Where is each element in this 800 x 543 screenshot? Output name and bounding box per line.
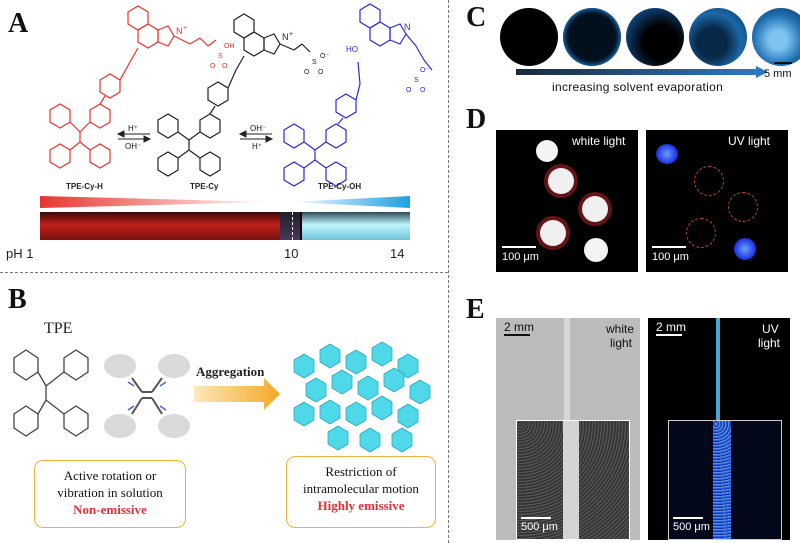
svg-text:+: +: [183, 25, 187, 32]
e-right-label-2: light: [758, 336, 781, 350]
ph-label-end: 14: [390, 246, 405, 261]
e-right-scale: 2 mm: [656, 320, 686, 334]
tpe-cy-structure: [157, 13, 311, 177]
d-left-scale-bar: [502, 246, 536, 248]
svg-text:O: O: [222, 63, 228, 70]
right-box-emphasis: Highly emissive: [317, 498, 405, 513]
aggregation-arrow: [194, 378, 280, 410]
panel-label-e: E: [466, 294, 485, 325]
tpe-diagram: [13, 341, 431, 453]
e-left-inset: 500 μm: [516, 420, 630, 540]
evaporation-disks: [500, 8, 800, 66]
e-right-label-1: UV: [762, 322, 779, 336]
d-uv-light-image: UV light 100 μm: [646, 130, 788, 272]
svg-text:O: O: [406, 87, 412, 94]
svg-text:OH: OH: [224, 43, 235, 50]
vertical-divider: [448, 0, 449, 543]
right-box-line-2: intramolecular motion: [303, 481, 419, 496]
arrow-left-top-label: H⁺: [128, 124, 138, 133]
tpe-title: TPE: [44, 320, 73, 337]
svg-text:O: O: [420, 87, 426, 94]
left-box-line-1: Active rotation or: [63, 468, 157, 483]
e-left-inset-scale: 500 μm: [521, 521, 558, 533]
e-left-scale: 2 mm: [504, 320, 534, 334]
e-right-inset-scale: 500 μm: [673, 521, 710, 533]
svg-text:S: S: [414, 77, 419, 84]
tpe-cy-h-structure: [49, 5, 217, 169]
e-right-inset: 500 μm: [668, 420, 782, 540]
d-white-light-image: white light 100 μm: [496, 130, 638, 272]
arrow-left-bottom-label: OH⁻: [125, 142, 142, 151]
disk-2: [563, 8, 621, 66]
e-uv-light-image: 2 mm UV light 500 μm: [648, 318, 790, 540]
arrow-right-bottom-label: H⁺: [252, 142, 262, 151]
chemical-structures: N + S OH O O N + S O⁻ O O: [49, 3, 433, 187]
molecule-label-neutral: TPE-Cy: [190, 182, 219, 191]
molecule-label-base: TPE-Cy-OH: [318, 182, 362, 191]
svg-text:N: N: [176, 26, 183, 36]
svg-text:O: O: [210, 63, 216, 70]
non-emissive-box: Active rotation or vibration in solution…: [34, 460, 186, 528]
disk-1: [500, 8, 558, 66]
c-scale-bar: [774, 62, 792, 64]
svg-text:N: N: [404, 22, 411, 32]
arrow-right-top-label: OH⁻: [250, 124, 267, 133]
e-left-scale-bar: [504, 334, 530, 336]
d-right-scale: 100 μm: [652, 251, 689, 263]
equilibrium-arrows: [116, 130, 274, 143]
left-box-emphasis: Non-emissive: [73, 502, 147, 517]
tpe-cy-oh-structure: [283, 3, 433, 187]
right-box-line-1: Restriction of: [325, 464, 397, 479]
vial-strip-photo: [40, 212, 410, 240]
panel-label-b: B: [8, 284, 27, 315]
e-white-light-image: 2 mm white light 500 μm: [496, 318, 640, 540]
e-left-label-2: light: [610, 336, 633, 350]
d-right-label: UV light: [728, 134, 771, 148]
svg-text:O: O: [318, 69, 324, 76]
d-right-scale-bar: [652, 246, 686, 248]
c-caption: increasing solvent evaporation: [552, 80, 724, 94]
svg-text:+: +: [289, 31, 293, 38]
evaporation-arrow: [516, 66, 768, 78]
rotating-tpe: [104, 354, 190, 438]
svg-text:S: S: [218, 53, 223, 60]
ph-gradient-wedge: [40, 196, 410, 208]
disk-5: [752, 8, 800, 66]
horizontal-divider: [0, 272, 448, 273]
svg-text:O⁻: O⁻: [420, 67, 429, 74]
d-left-scale: 100 μm: [502, 251, 539, 263]
disk-3: [626, 8, 684, 66]
disk-4: [689, 8, 747, 66]
aggregation-label: Aggregation: [196, 364, 265, 379]
d-left-label: white light: [572, 134, 626, 148]
panel-label-c: C: [466, 2, 487, 33]
c-scale-label: 5 mm: [764, 68, 792, 80]
svg-text:HO: HO: [346, 45, 358, 54]
aggregate-cluster: [293, 341, 431, 453]
panel-label-d: D: [466, 104, 487, 135]
e-left-label-1: white: [606, 322, 635, 336]
ph-label-mid: 10: [284, 246, 299, 261]
panel-label-a: A: [8, 8, 29, 39]
svg-text:O: O: [304, 69, 310, 76]
tpe-skeleton: [13, 349, 89, 437]
highly-emissive-box: Restriction of intramolecular motion Hig…: [286, 456, 436, 528]
svg-text:O⁻: O⁻: [320, 53, 329, 60]
left-box-line-2: vibration in solution: [57, 485, 163, 500]
e-right-scale-bar: [656, 334, 682, 336]
molecule-label-acid: TPE-Cy-H: [66, 182, 103, 191]
svg-text:N: N: [282, 32, 289, 42]
svg-text:S: S: [312, 59, 317, 66]
ph-label-start: pH 1: [6, 246, 34, 261]
